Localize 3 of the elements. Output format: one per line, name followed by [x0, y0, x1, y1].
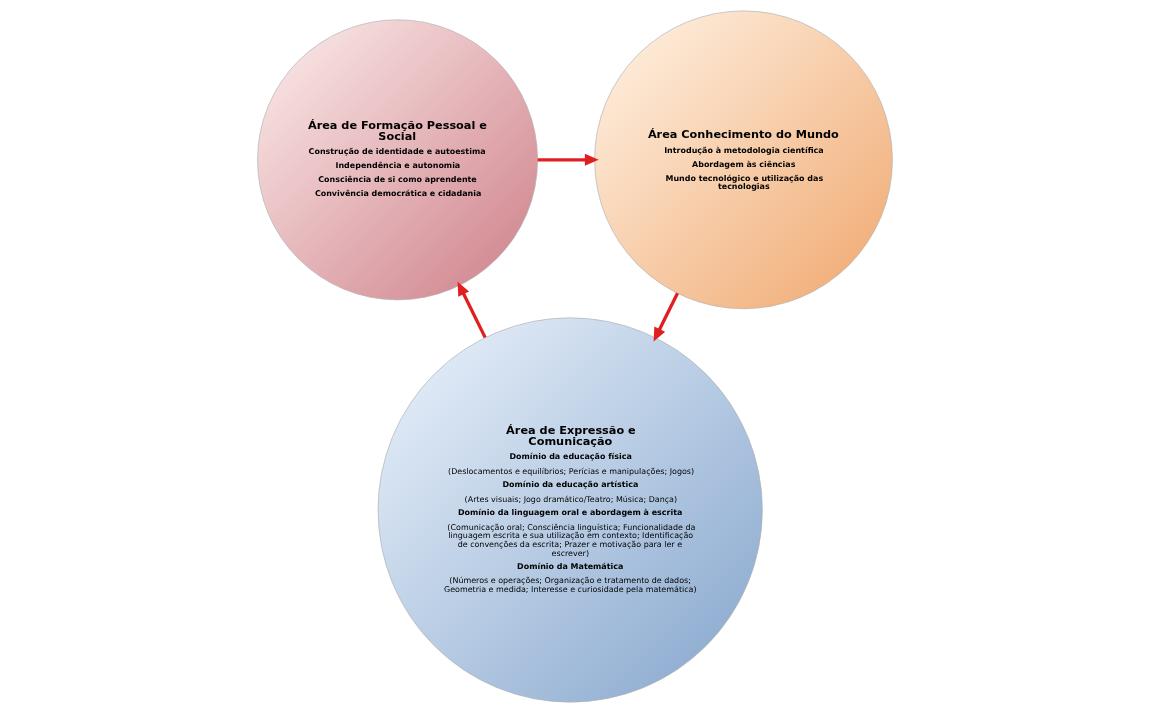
- arrow: [457, 281, 487, 339]
- arrow: [653, 292, 679, 342]
- arrow: [537, 153, 599, 166]
